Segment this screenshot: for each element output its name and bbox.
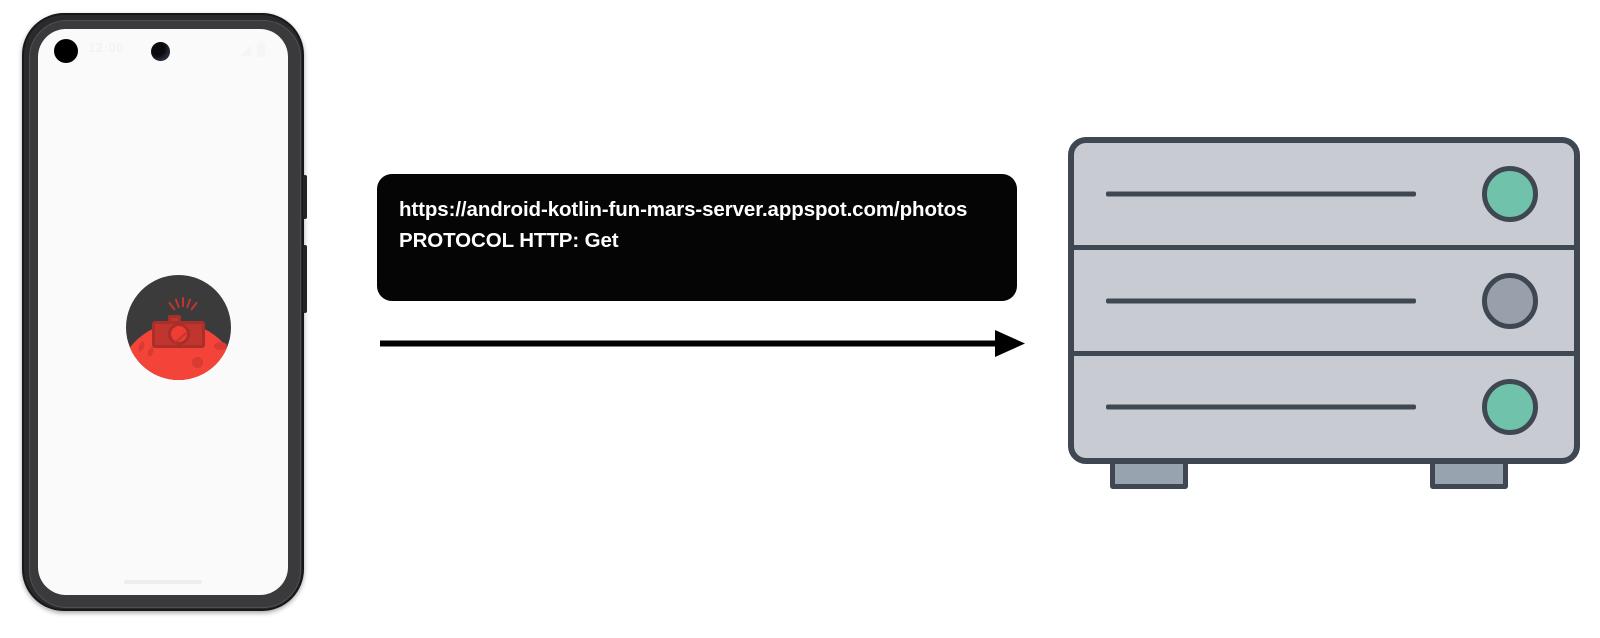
status-led-green (1482, 165, 1538, 222)
server-rack-slot-line (1106, 404, 1416, 410)
http-request-callout: https://android-kotlin-fun-mars-server.a… (377, 174, 1017, 301)
camera-flash-ray-icon (174, 298, 180, 309)
home-indicator[interactable] (124, 580, 202, 584)
server-foot-right (1430, 459, 1508, 489)
signal-icon (240, 45, 251, 56)
camera-viewfinder-icon (168, 315, 181, 322)
server-rack-row (1074, 250, 1574, 357)
server-rack-row (1074, 143, 1574, 250)
power-button[interactable] (303, 175, 307, 219)
mars-crater-icon (214, 342, 227, 350)
server-body (1068, 137, 1580, 464)
notification-dot-icon (54, 39, 78, 63)
status-led-green (1482, 379, 1538, 436)
volume-button[interactable] (303, 245, 307, 313)
server-foot-left (1110, 459, 1188, 489)
server-rack-row (1074, 356, 1574, 458)
phone-screen[interactable]: 12:00 (38, 29, 288, 595)
camera-lens-icon (168, 323, 190, 345)
battery-tip-icon (259, 42, 263, 44)
status-bar: 12:00 (38, 29, 288, 71)
camera-flash-ray-icon (182, 297, 184, 307)
server-rack-slot-line (1106, 191, 1416, 197)
web-server (1068, 137, 1580, 495)
android-phone: 12:00 (22, 13, 307, 611)
battery-icon (257, 44, 265, 57)
front-camera-punch-hole-icon (151, 42, 170, 61)
request-url-text: https://android-kotlin-fun-mars-server.a… (399, 198, 968, 221)
status-bar-icons (240, 42, 274, 58)
request-arrow-svg (380, 330, 1025, 357)
request-protocol-text: PROTOCOL HTTP: Get (399, 229, 619, 252)
mars-crater-icon (192, 357, 203, 368)
camera-flash-ray-icon (190, 301, 198, 311)
request-arrow (379, 326, 1027, 362)
mars-photos-app-icon[interactable] (126, 275, 231, 380)
status-led-gray (1482, 272, 1538, 329)
status-bar-clock: 12:00 (88, 40, 124, 55)
server-rack-slot-line (1106, 298, 1416, 303)
camera-flash-ray-icon (168, 301, 176, 311)
arrow-head (995, 330, 1025, 357)
